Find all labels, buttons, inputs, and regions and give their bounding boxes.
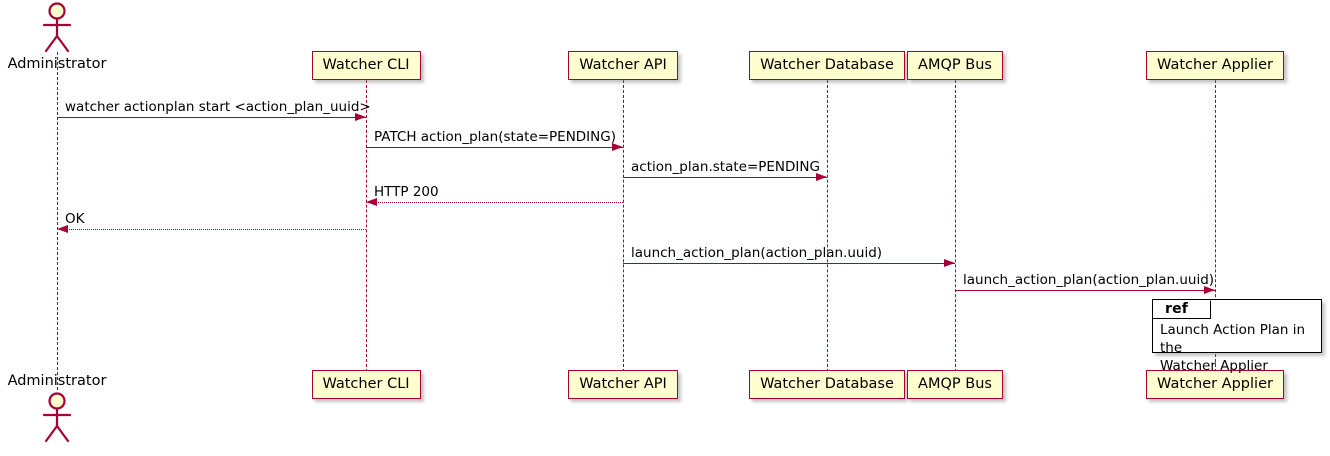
arrowhead-m2 bbox=[612, 143, 623, 151]
message-label-m4: HTTP 200 bbox=[374, 184, 439, 200]
message-line-m3 bbox=[623, 177, 827, 178]
ref-fragment-text: Launch Action Plan in the Watcher Applie… bbox=[1160, 322, 1306, 374]
message-label-m6: launch_action_plan(action_plan.uuid) bbox=[631, 245, 883, 261]
lifeline-administrator bbox=[57, 52, 58, 390]
participant-label-administrator: Administrator bbox=[7, 56, 107, 72]
message-label-m5: OK bbox=[65, 211, 85, 227]
message-line-m6 bbox=[623, 263, 955, 264]
arrowhead-m1 bbox=[355, 113, 366, 121]
participant-box-watcher-applier[interactable]: Watcher Applier bbox=[1146, 51, 1284, 80]
message-label-m3: action_plan.state=PENDING bbox=[631, 159, 820, 175]
message-line-m7 bbox=[955, 290, 1215, 291]
arrowhead-m6 bbox=[944, 259, 955, 267]
arrowhead-m7 bbox=[1204, 286, 1215, 294]
participant-box-watcher-api[interactable]: Watcher API bbox=[568, 370, 678, 399]
participant-box-watcher-applier[interactable]: Watcher Applier bbox=[1146, 370, 1284, 399]
message-label-m2: PATCH action_plan(state=PENDING) bbox=[374, 129, 616, 145]
arrowhead-m3 bbox=[816, 173, 827, 181]
message-line-m4 bbox=[366, 202, 623, 203]
ref-fragment-tag: ref bbox=[1153, 300, 1211, 319]
message-label-m1: watcher actionplan start <action_plan_uu… bbox=[65, 99, 371, 115]
actor-figure-administrator bbox=[34, 392, 80, 444]
participant-label-administrator: Administrator bbox=[7, 373, 107, 389]
lifeline-watcher-database bbox=[827, 80, 828, 372]
arrowhead-m5 bbox=[57, 225, 68, 233]
lifeline-watcher-cli bbox=[366, 80, 367, 372]
message-label-m7: launch_action_plan(action_plan.uuid) bbox=[963, 272, 1215, 288]
actor-figure-administrator bbox=[34, 2, 80, 54]
lifeline-amqp-bus bbox=[955, 80, 956, 372]
lifeline-watcher-applier bbox=[1215, 80, 1216, 372]
participant-box-amqp-bus[interactable]: AMQP Bus bbox=[907, 370, 1003, 399]
participant-box-watcher-cli[interactable]: Watcher CLI bbox=[311, 370, 421, 399]
lifeline-watcher-api bbox=[623, 80, 624, 372]
participant-box-amqp-bus[interactable]: AMQP Bus bbox=[907, 51, 1003, 80]
participant-box-watcher-cli[interactable]: Watcher CLI bbox=[311, 51, 421, 80]
participant-box-watcher-database[interactable]: Watcher Database bbox=[749, 370, 905, 399]
message-line-m5 bbox=[57, 229, 366, 230]
participant-box-watcher-api[interactable]: Watcher API bbox=[568, 51, 678, 80]
participant-box-watcher-database[interactable]: Watcher Database bbox=[749, 51, 905, 80]
message-line-m1 bbox=[57, 117, 366, 118]
arrowhead-m4 bbox=[366, 198, 377, 206]
message-line-m2 bbox=[366, 147, 623, 148]
